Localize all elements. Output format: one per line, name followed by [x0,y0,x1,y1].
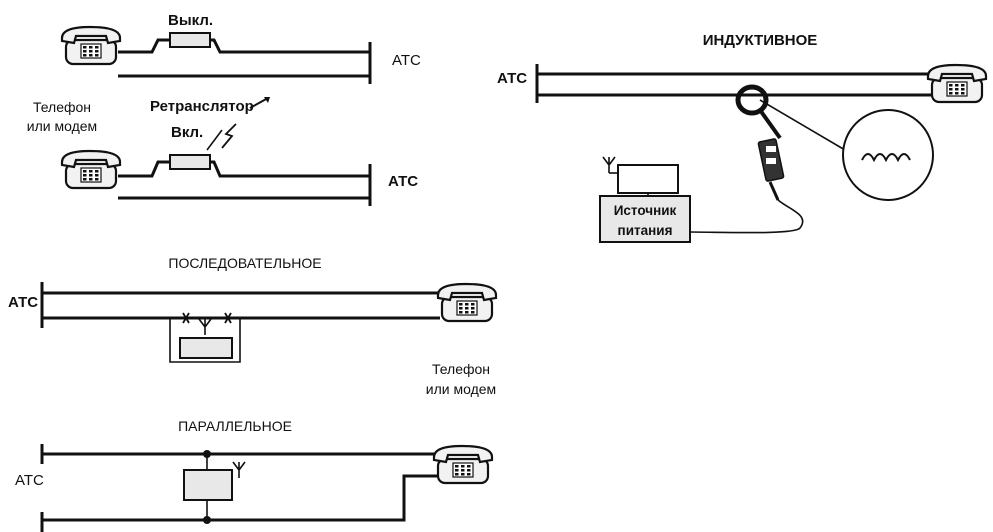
repeater-box-on [169,154,211,170]
repeater-on-circuit: Ретранслятор Вкл. АТС [60,97,418,206]
parallel-circuit: ПАРАЛЛЕЛЬНОЕ АТС [15,418,494,532]
magnifier-circle [842,109,934,201]
ats-label-4: АТС [15,472,44,489]
on-pointer [206,129,223,151]
inductive-title: ИНДУКТИВНОЕ [703,32,818,49]
antenna-icon [602,156,616,174]
phone-modem-label-left-1: Телефон [33,99,91,115]
parallel-device-box [183,469,233,501]
on-label: Вкл. [171,124,203,141]
repeater-label: Ретранслятор [150,98,254,115]
telephone-icon [60,25,122,66]
serial-title: ПОСЛЕДОВАТЕЛЬНОЕ [168,255,321,271]
ats-label-1: АТС [392,52,421,69]
ats-label-2: АТС [388,173,418,190]
off-label: Выкл. [168,12,213,29]
signal-arrow-icon [221,97,270,149]
power-label-1: Источник [614,203,677,218]
phone-modem-label-mid-2: или модем [426,381,496,397]
serial-device-box [179,337,233,359]
antenna-icon [232,461,246,479]
phone-modem-label-mid-1: Телефон [432,361,490,377]
ats-label-5: АТС [497,70,527,87]
inductive-circuit: ИНДУКТИВНОЕ АТС Источник питания [497,32,988,243]
repeater-off-circuit: Выкл. АТС [60,12,421,84]
antenna-icon [198,318,212,336]
transmitter-box [617,164,679,194]
power-label-2: питания [618,223,673,238]
waveform-icon [861,153,911,163]
telephone-icon [926,63,988,104]
phone-modem-label-left-2: или модем [27,118,97,134]
telephone-icon [436,282,498,323]
serial-circuit: ПОСЛЕДОВАТЕЛЬНОЕ АТС [8,255,498,363]
inductive-clamp-icon [735,84,785,201]
telephone-icon [60,149,122,190]
repeater-box-off [169,32,211,48]
parallel-title: ПАРАЛЛЕЛЬНОЕ [178,418,292,434]
power-source-box [599,195,691,243]
telephone-icon [432,444,494,485]
ats-label-3: АТС [8,294,38,311]
